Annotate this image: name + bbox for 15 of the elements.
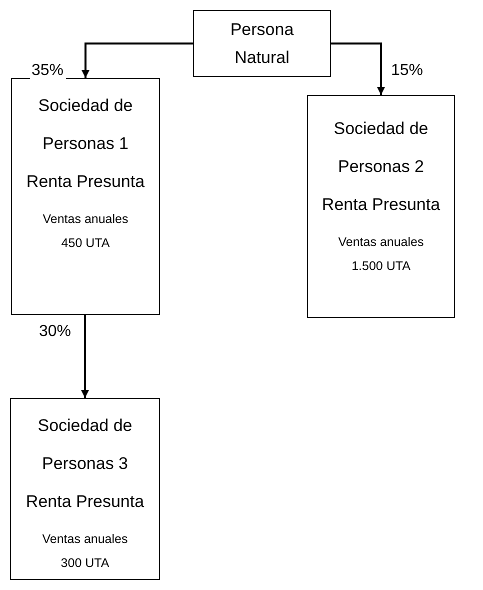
node-title: Sociedad de Personas 3 Renta Presunta (24, 415, 146, 513)
text-box (11, 78, 160, 315)
edge-label: 35% (30, 62, 66, 80)
node-note: Ventas anuales 450 UTA (42, 211, 130, 252)
node-title: Sociedad de Personas 1 Renta Presunta (25, 95, 146, 193)
text-box (10, 398, 160, 580)
arrow (331, 42, 385, 95)
text-box (307, 95, 455, 318)
text-box (193, 10, 331, 77)
arrow (82, 42, 193, 78)
node-note: Ventas anuales 1.500 UTA (337, 234, 425, 275)
node-title: Sociedad de Personas 2 Renta Presunta (320, 118, 442, 216)
node-note: Ventas anuales 300 UTA (41, 531, 129, 572)
arrow (81, 315, 89, 398)
node-title: Persona Natural (229, 19, 295, 69)
